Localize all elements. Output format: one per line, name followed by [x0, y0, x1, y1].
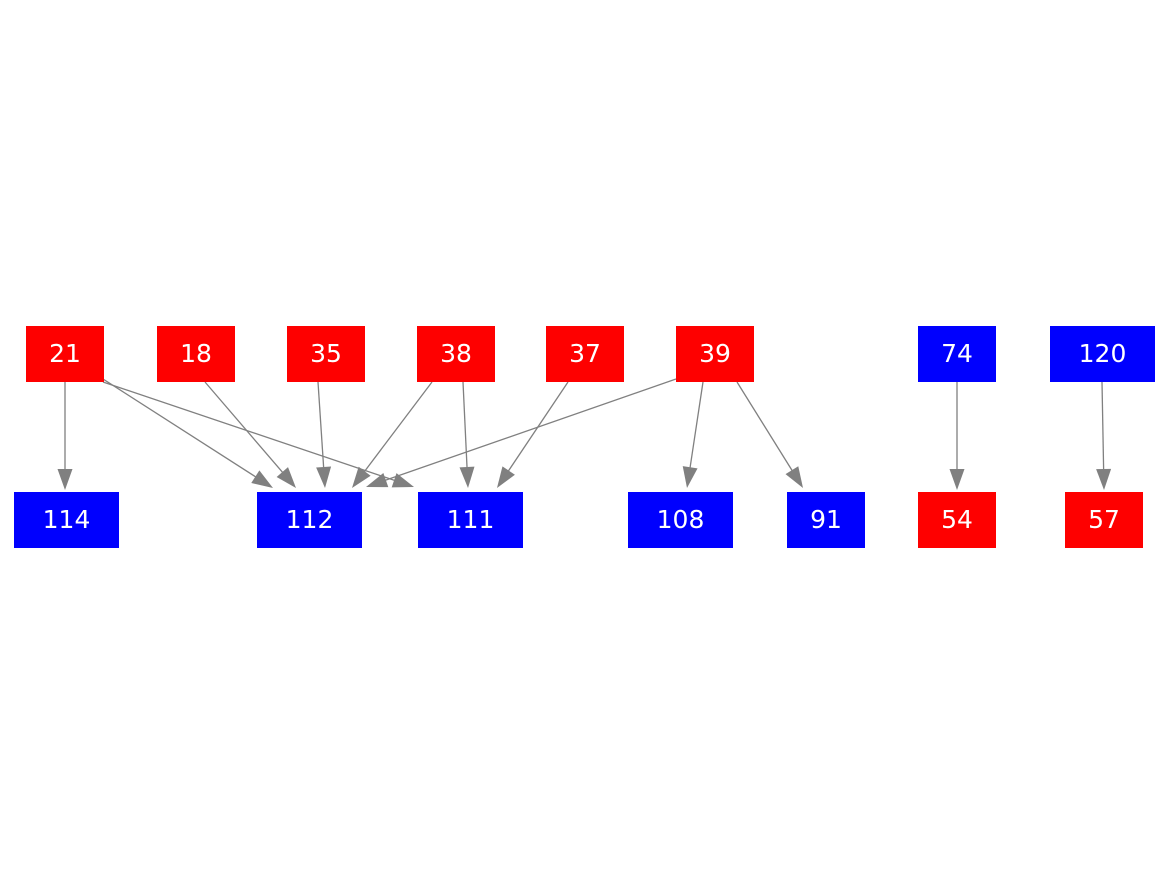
- graph-node-37[interactable]: 37: [546, 326, 624, 382]
- arrowhead-icon: [57, 469, 73, 490]
- arrowhead-icon: [497, 466, 515, 488]
- graph-node-54[interactable]: 54: [918, 492, 996, 548]
- graph-node-111[interactable]: 111: [418, 492, 523, 548]
- graph-edge-38-to-111: [459, 381, 475, 488]
- graph-node-label: 37: [569, 338, 601, 368]
- edge-line: [362, 381, 433, 474]
- edge-line: [204, 381, 285, 475]
- edge-line: [102, 381, 397, 482]
- graph-node-112[interactable]: 112: [257, 492, 362, 548]
- graph-node-91[interactable]: 91: [787, 492, 865, 548]
- graph-edge-21-to-111: [102, 381, 414, 488]
- graph-edge-21-to-114: [57, 382, 73, 490]
- graph-node-label: 57: [1088, 504, 1120, 534]
- graph-node-label: 21: [49, 338, 81, 368]
- graph-node-18[interactable]: 18: [157, 326, 235, 382]
- graph-node-label: 18: [180, 338, 212, 368]
- graph-node-label: 39: [699, 338, 731, 368]
- graph-node-114[interactable]: 114: [14, 492, 119, 548]
- arrowhead-icon: [366, 473, 389, 488]
- arrowhead-icon: [316, 466, 332, 488]
- graph-edge-21-to-112: [102, 378, 273, 488]
- graph-node-label: 108: [656, 504, 705, 534]
- graph-node-35[interactable]: 35: [287, 326, 365, 382]
- arrowhead-icon: [682, 466, 698, 488]
- graph-edge-18-to-112: [204, 381, 296, 488]
- edge-line: [383, 378, 677, 482]
- edge-line: [1101, 381, 1105, 472]
- edge-line: [317, 381, 325, 470]
- graph-node-label: 112: [285, 504, 334, 534]
- arrowhead-icon: [949, 469, 965, 490]
- arrowhead-icon: [276, 467, 296, 488]
- arrowhead-icon: [251, 470, 273, 488]
- graph-node-39[interactable]: 39: [676, 326, 754, 382]
- graph-node-label: 91: [810, 504, 842, 534]
- graph-node-label: 114: [42, 504, 91, 534]
- edge-line: [462, 381, 468, 470]
- graph-node-label: 54: [941, 504, 973, 534]
- graph-edge-35-to-112: [316, 381, 332, 488]
- arrowhead-icon: [1096, 468, 1112, 490]
- graph-node-label: 120: [1078, 338, 1127, 368]
- arrowhead-icon: [459, 466, 475, 488]
- graph-edge-39-to-112: [366, 378, 677, 488]
- graph-node-108[interactable]: 108: [628, 492, 733, 548]
- graph-node-label: 38: [440, 338, 472, 368]
- arrowhead-icon: [391, 473, 414, 488]
- arrowhead-icon: [352, 466, 371, 488]
- edge-line: [736, 381, 794, 473]
- graph-node-21[interactable]: 21: [26, 326, 104, 382]
- graph-node-57[interactable]: 57: [1065, 492, 1143, 548]
- graph-edge-120-to-57: [1096, 381, 1112, 490]
- graph-edge-37-to-111: [497, 381, 569, 488]
- graph-edge-74-to-54: [949, 382, 965, 490]
- edge-line: [507, 381, 569, 473]
- edge-line: [102, 378, 258, 479]
- graph-edge-39-to-108: [682, 381, 704, 488]
- graph-node-74[interactable]: 74: [918, 326, 996, 382]
- graph-edge-38-to-112: [352, 381, 433, 488]
- edge-line: [689, 381, 704, 470]
- graph-node-label: 111: [446, 504, 495, 534]
- arrowhead-icon: [785, 466, 803, 488]
- graph-node-label: 74: [941, 338, 973, 368]
- graph-node-120[interactable]: 120: [1050, 326, 1155, 382]
- graph-node-label: 35: [310, 338, 342, 368]
- graph-edge-39-to-91: [736, 381, 803, 488]
- graph-node-38[interactable]: 38: [417, 326, 495, 382]
